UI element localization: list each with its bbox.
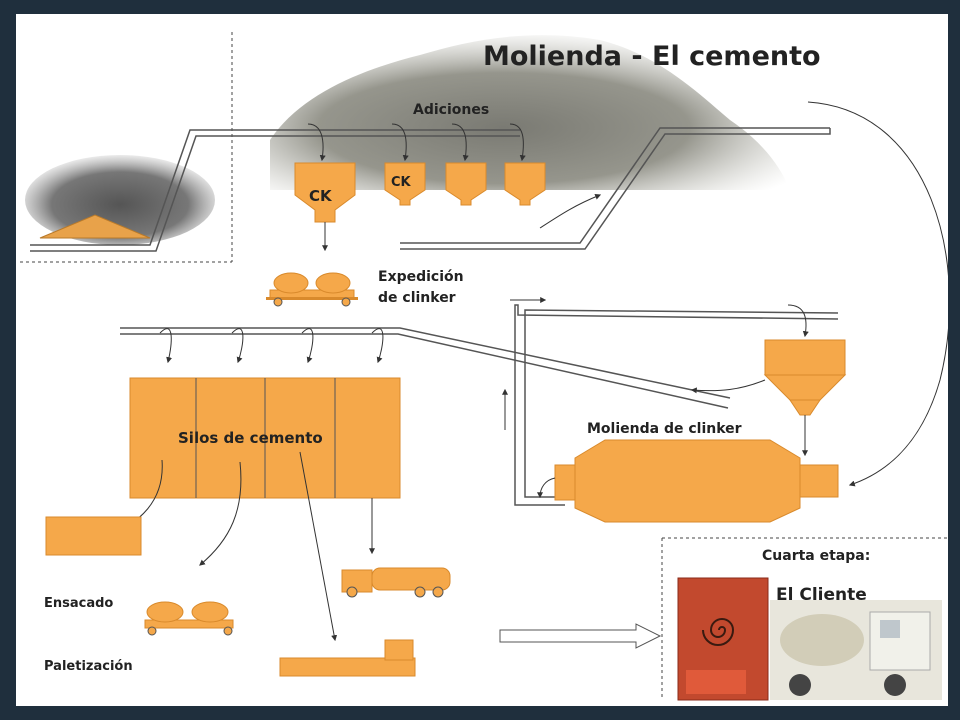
cement-process-diagram: Molienda - El cemento Adiciones CK CK Ex… (20, 32, 948, 701)
cement-silos (129, 377, 401, 499)
hopper-ck-2 (384, 162, 426, 206)
bagging-wagon (144, 601, 234, 636)
molienda-clinker-label: Molienda de clinker (587, 421, 742, 437)
cement-tanker-truck (341, 567, 451, 598)
to-customer-arrow (499, 623, 662, 649)
return-curve-arrow (807, 101, 948, 487)
clinker-smoke-cloud (25, 155, 215, 245)
hopper-3 (445, 162, 487, 206)
cement-bag-image (677, 577, 769, 701)
ck-label-2: CK (391, 175, 412, 190)
mixer-truck-image (770, 600, 942, 700)
page-title: Molienda - El cemento (483, 41, 821, 72)
hopper-ck-1 (294, 162, 356, 223)
return-conveyor (400, 127, 830, 244)
stage4-divider (661, 537, 948, 700)
mill-recirculation-loop (524, 309, 839, 498)
expedicion-label-2: de clinker (378, 290, 456, 306)
adiciones-label: Adiciones (413, 102, 489, 118)
clinker-ball-mill (554, 439, 839, 523)
silos-label: Silos de cemento (178, 429, 323, 447)
cuarta-etapa-label: Cuarta etapa: (762, 548, 870, 564)
separator-cyclone (763, 339, 847, 416)
slide-canvas: Molienda - El cemento Adiciones CK CK Ex… (16, 14, 948, 706)
expedicion-label-1: Expedición (378, 269, 464, 285)
paletizacion-label: Paletización (44, 659, 133, 674)
additives-pile (270, 35, 790, 191)
ck-label-1: CK (309, 187, 333, 205)
bulk-container (45, 516, 142, 556)
clinker-pile (39, 214, 151, 239)
clinker-wagon (266, 272, 358, 307)
el-cliente-label: El Cliente (776, 585, 867, 605)
ensacado-label: Ensacado (44, 596, 113, 611)
hopper-4 (504, 162, 546, 206)
flatbed-truck (279, 639, 416, 677)
silo-conveyor (120, 327, 731, 399)
top-conveyor (30, 129, 520, 246)
